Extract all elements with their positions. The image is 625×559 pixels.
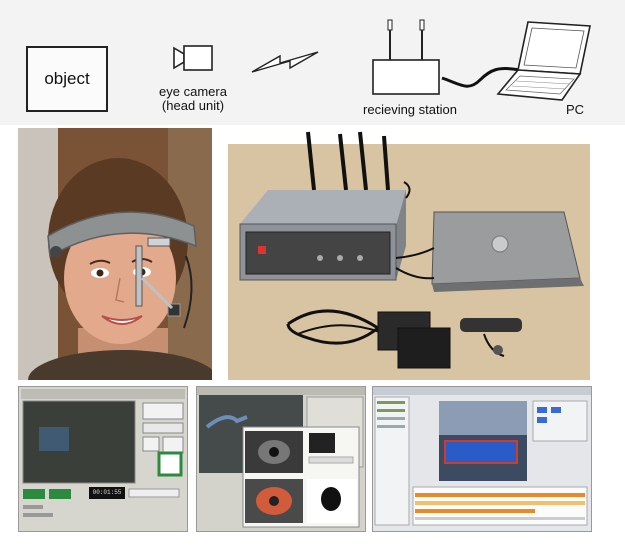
- object-label: object: [44, 69, 90, 88]
- equipment-photo-graphic: [228, 128, 590, 380]
- software-screenshot-1: 00:01:55: [18, 386, 188, 532]
- receiving-station-icon: [372, 19, 440, 95]
- equipment-photo: [228, 128, 590, 380]
- timecode-display: 00:01:55: [92, 489, 122, 496]
- head-unit-photo: [18, 128, 212, 380]
- software-screenshot-3: [372, 386, 592, 532]
- screenshot-3-graphic: [373, 387, 591, 526]
- eye-camera-label: eye camera: [159, 84, 227, 99]
- screenshot-2-graphic: [197, 387, 365, 528]
- wireless-signal-icon: [251, 51, 319, 73]
- object-box: object: [26, 46, 108, 112]
- receiving-station-label: recieving station: [363, 102, 457, 117]
- pc-label: PC: [565, 102, 585, 117]
- cable-line: [441, 66, 521, 88]
- software-screenshot-2: [196, 386, 366, 532]
- head-unit-label: (head unit): [161, 98, 225, 113]
- screenshot-1-graphic: [21, 389, 185, 517]
- pc-laptop-icon: [496, 21, 591, 101]
- eye-camera-icon: [173, 45, 213, 71]
- head-unit-photo-graphic: [18, 128, 212, 380]
